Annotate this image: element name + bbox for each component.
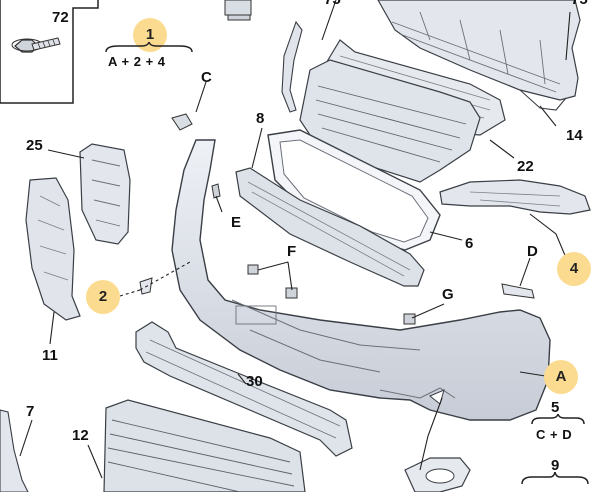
label-8: 8 (256, 110, 265, 127)
label-5: 5 (551, 399, 560, 416)
absorber-8 (235, 167, 425, 287)
label-14: 14 (566, 127, 583, 144)
label-f: F (287, 243, 297, 260)
label-72: 72 (52, 9, 69, 26)
label-6: 6 (465, 235, 474, 252)
formula-1: A + 2 + 4 (108, 54, 166, 69)
callout-4: 4 (557, 252, 591, 286)
clip-e (211, 183, 221, 199)
label-12: 12 (72, 427, 89, 444)
label-7: 7 (26, 403, 35, 420)
callout-a: A (544, 360, 578, 394)
bumper-beam-30 (135, 321, 353, 457)
bracket-part-top (224, 0, 252, 21)
fog-light-surround-9 (404, 457, 471, 492)
label-e: E (231, 214, 242, 231)
front-bumper-cover (171, 139, 551, 421)
brace-9 (521, 472, 589, 485)
trim-d (501, 283, 535, 299)
label-d: D (527, 243, 538, 260)
side-trim-strip (281, 20, 303, 113)
brace-1 (105, 42, 193, 53)
screw-icon (11, 37, 61, 53)
label-11: 11 (42, 347, 58, 364)
wheel-arch-liner-11 (25, 177, 81, 321)
label-22: 22 (517, 158, 534, 175)
bracket-4 (439, 179, 591, 215)
clip-g (403, 313, 416, 325)
clip-c (171, 113, 193, 131)
clip-f-left (247, 264, 259, 275)
label-g: G (442, 286, 454, 303)
callout-2: 2 (86, 280, 120, 314)
formula-5: C + D (536, 427, 573, 442)
label-c: C (201, 69, 212, 86)
label-25: 25 (26, 137, 43, 154)
brace-5 (531, 414, 585, 425)
side-bracket-25 (79, 143, 131, 245)
lower-grille-frame-6 (267, 129, 441, 251)
cap-2 (139, 277, 153, 295)
main-grille-body (299, 59, 481, 183)
lower-trim-7 (0, 409, 29, 492)
label-75: 75 (324, 0, 341, 7)
screw-inset-box (0, 0, 99, 104)
label-30: 30 (246, 373, 263, 390)
upper-cross-member-14 (377, 0, 581, 111)
label-9: 9 (551, 457, 560, 474)
active-shutter-12 (103, 399, 306, 492)
label-75-right: 75 (571, 0, 588, 7)
